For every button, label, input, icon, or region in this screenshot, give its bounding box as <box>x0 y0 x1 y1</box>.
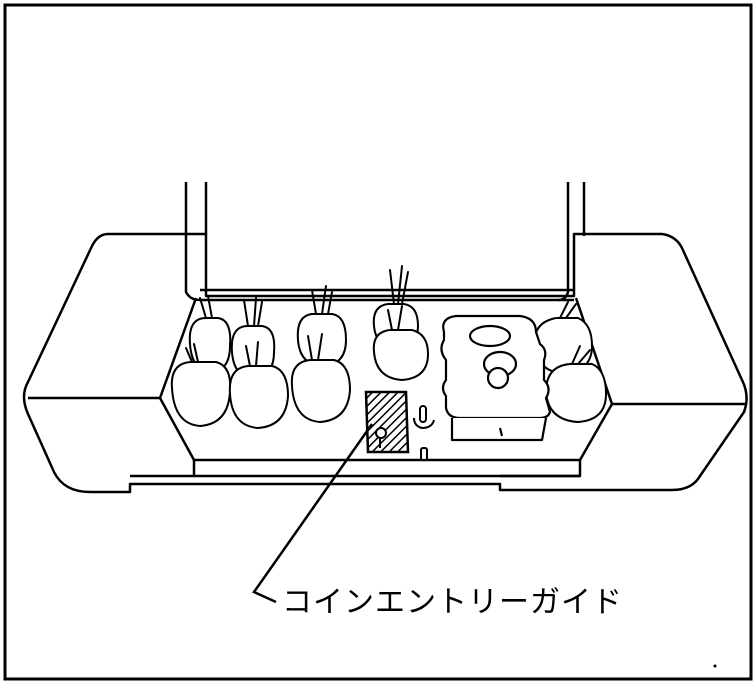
prize-item <box>230 366 288 428</box>
prize-item <box>172 362 230 426</box>
prize-tufts <box>186 266 590 366</box>
coin-slot-parts <box>414 406 434 460</box>
stray-mark <box>713 664 717 668</box>
prize-item <box>546 364 606 422</box>
figure-frame <box>5 5 751 679</box>
callout-leader-line <box>254 424 372 602</box>
prize-item <box>374 330 428 380</box>
box-prize <box>441 316 550 440</box>
cabinet-body <box>24 182 747 492</box>
prize-item <box>292 360 350 422</box>
coin-entry-guide-label: コインエントリーガイド <box>282 585 623 620</box>
coin-entry-guide <box>366 392 408 452</box>
